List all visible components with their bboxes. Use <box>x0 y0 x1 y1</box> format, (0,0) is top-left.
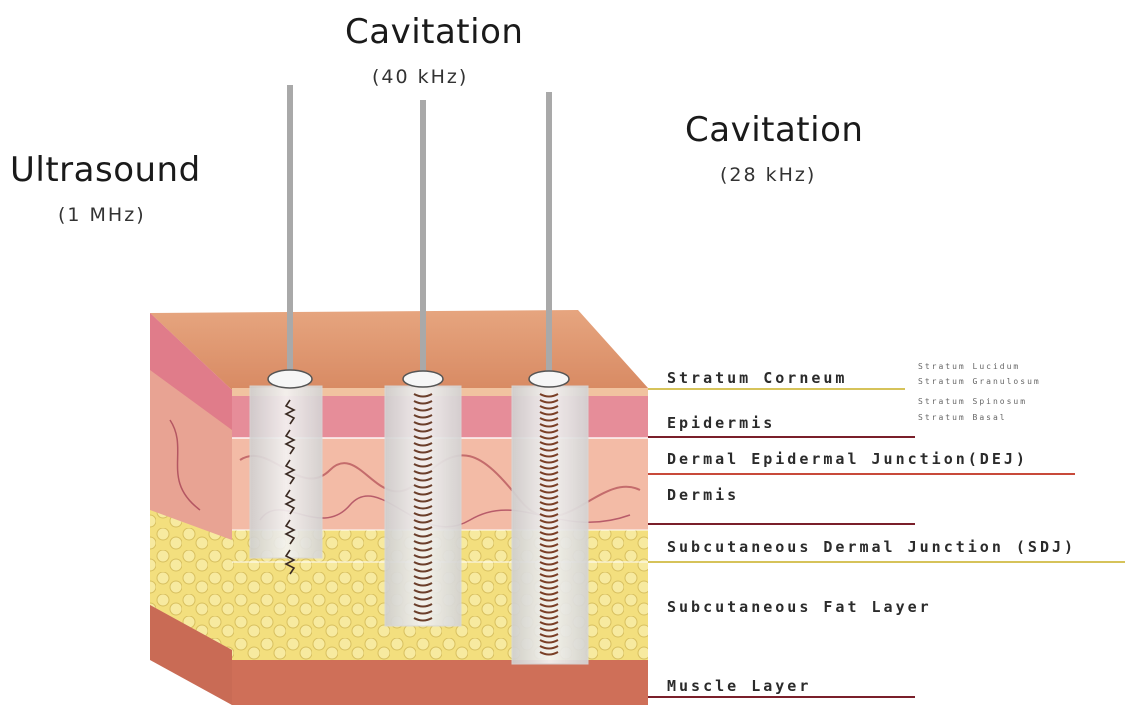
probe-28khz-head <box>529 371 569 387</box>
skin-top-surface <box>150 310 648 390</box>
label-muscle: Muscle Layer <box>667 677 811 695</box>
label-dermis: Dermis <box>667 486 739 504</box>
label-dej: Dermal Epidermal Junction(DEJ) <box>667 450 1028 468</box>
cavitation-28khz-title: Cavitation <box>685 110 863 150</box>
sublabel-spinosum: Stratum Spinosum <box>918 397 1027 406</box>
probe-ultrasound-column <box>250 386 322 558</box>
label-fat: Subcutaneous Fat Layer <box>667 598 932 616</box>
probe-40khz-head <box>403 371 443 387</box>
label-sdj: Subcutaneous Dermal Junction (SDJ) <box>667 538 1076 556</box>
label-stratum-corneum: Stratum Corneum <box>667 369 847 387</box>
ultrasound-title: Ultrasound <box>10 150 201 190</box>
cavitation-28khz-frequency: (28 kHz) <box>720 164 816 186</box>
ultrasound-frequency: (1 MHz) <box>58 204 146 226</box>
sublabel-granulosum: Stratum Granulosum <box>918 377 1041 386</box>
sublabel-lucidum: Stratum Lucidum <box>918 362 1020 371</box>
cavitation-40khz-frequency: (40 kHz) <box>372 66 468 88</box>
front-muscle <box>232 660 648 705</box>
cavitation-40khz-title: Cavitation <box>345 12 523 52</box>
probe-28khz-column <box>512 386 588 664</box>
label-epidermis: Epidermis <box>667 414 775 432</box>
probe-40khz-column <box>385 386 461 626</box>
probe-ultrasound-head <box>268 370 312 388</box>
sublabel-basal: Stratum Basal <box>918 413 1007 422</box>
